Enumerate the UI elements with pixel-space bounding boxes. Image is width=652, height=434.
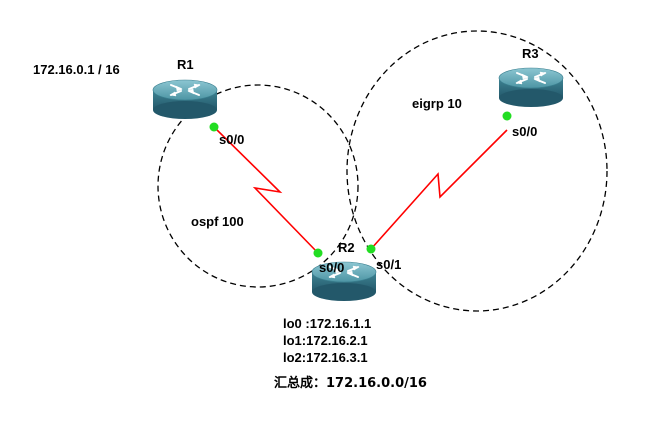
eigrp-area-label: eigrp 10	[412, 96, 462, 111]
serial-link-r1-r2[interactable]	[213, 126, 319, 254]
r1-interface-label: s0/0	[219, 132, 244, 147]
router-r2-label: R2	[338, 240, 355, 255]
r3-s0-0-port-status	[502, 111, 512, 121]
r1-address-label: 172.16.0.1 / 16	[33, 62, 120, 77]
loopback-2-label: lo2:172.16.3.1	[283, 350, 368, 365]
router-r3-icon[interactable]	[498, 67, 564, 108]
loopback-0-label: lo0 :172.16.1.1	[283, 316, 371, 331]
eigrp-area-boundary	[346, 30, 608, 312]
r1-s0-0-port-status	[209, 122, 219, 132]
r2-s0-0-port-status	[313, 248, 323, 258]
summary-route-label: 汇总成：172.16.0.0/16	[274, 375, 427, 391]
r2-s0-1-port-status	[366, 244, 376, 254]
router-r1-icon[interactable]	[152, 79, 218, 120]
r2-s0-0-interface-label: s0/0	[319, 260, 344, 275]
ospf-area-boundary	[157, 84, 359, 288]
serial-link-r2-r3[interactable]	[370, 129, 508, 250]
router-r3-label: R3	[522, 46, 539, 61]
r3-interface-label: s0/0	[512, 124, 537, 139]
ospf-area-label: ospf 100	[191, 214, 244, 229]
loopback-1-label: lo1:172.16.2.1	[283, 333, 368, 348]
router-r1-label: R1	[177, 57, 194, 72]
r2-s0-1-interface-label: s0/1	[376, 257, 401, 272]
